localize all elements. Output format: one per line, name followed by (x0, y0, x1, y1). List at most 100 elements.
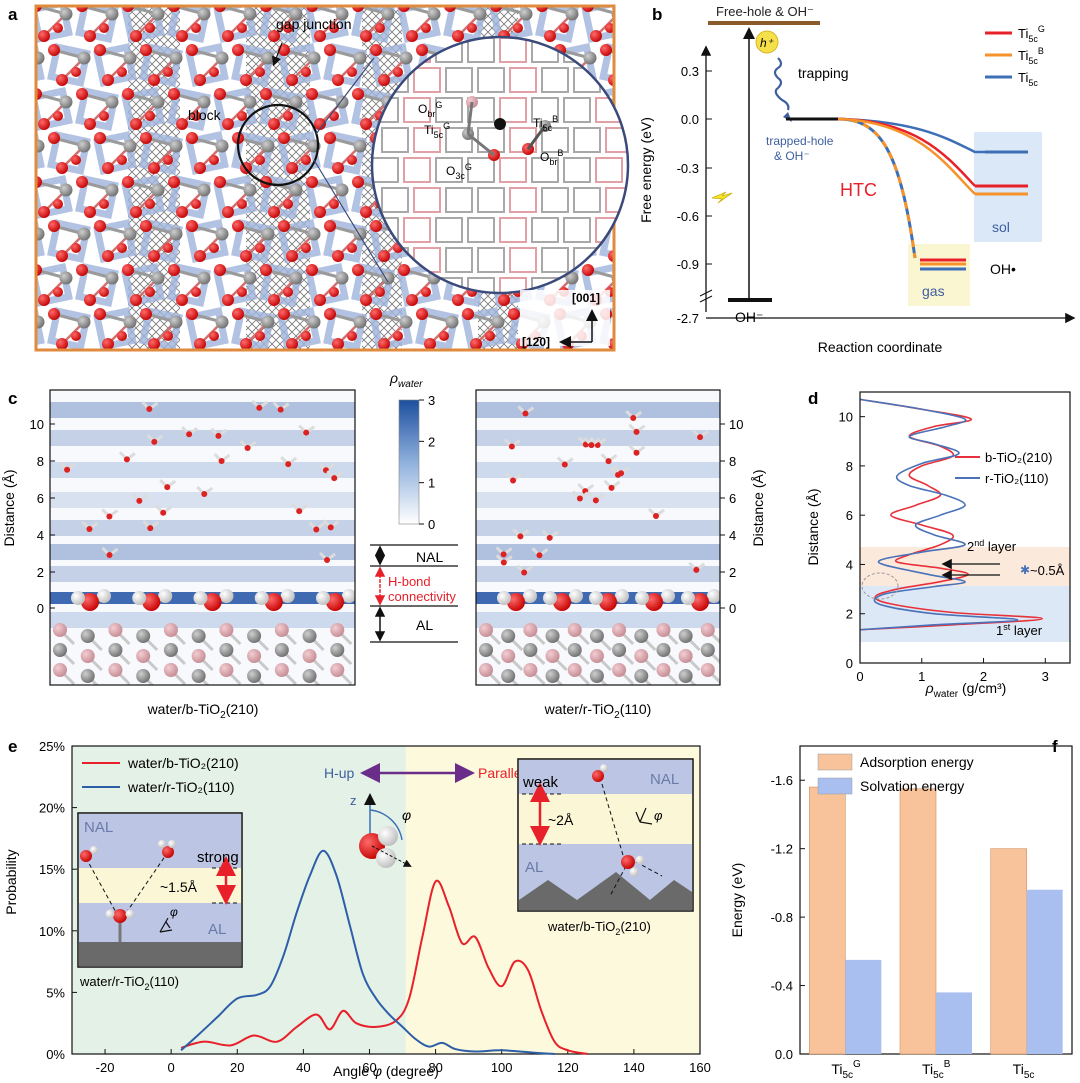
panel-e-xtick: 100 (491, 1060, 513, 1075)
panel-d-xtick: 1 (918, 669, 925, 684)
panel-c-ytick-right: 8 (729, 454, 736, 469)
svg-text:1st layer: 1st layer (996, 622, 1043, 638)
panel-c-ytick: 2 (37, 565, 44, 580)
panel-f-legend-entry: Adsorption energy (860, 754, 974, 770)
panel-f-bar (899, 788, 937, 1055)
sol-label: sol (992, 219, 1010, 235)
svg-text:water/b-TiO2(210): water/b-TiO2(210) (547, 919, 651, 937)
panel-c-ytick: 6 (37, 491, 44, 506)
panel-e-series-line (180, 879, 588, 1055)
obr-g-label: O (418, 102, 427, 116)
trapping-label: trapping (798, 65, 849, 81)
panel-f-bar (990, 848, 1027, 1055)
weak-label: weak (522, 774, 559, 791)
al-label: AL (416, 617, 433, 633)
atom-labels: ObrG Ti5cG O3cG Ti5cB ObrB (418, 100, 563, 181)
legend-entry: Ti5cG (1018, 24, 1045, 44)
panel-e-ytick: 10% (39, 924, 65, 939)
panel-b-letter: b (652, 5, 662, 24)
svg-text:AL: AL (208, 921, 226, 938)
panel-f-bar (809, 786, 846, 1055)
ti5c-g-label: Ti (424, 123, 434, 137)
panel-b-ytick: -0.3 (677, 161, 699, 176)
panel-c-ytick: 8 (37, 454, 44, 469)
panel-d-ytick: 8 (846, 459, 853, 474)
colorbar-tick: 0 (428, 517, 435, 532)
panel-d-ytick: 4 (846, 557, 853, 572)
md-snapshot-b-tio2 (50, 390, 355, 685)
panel-f-bar (1026, 889, 1063, 1054)
ti5c-b-label: Ti (533, 116, 543, 130)
htc-label: HTC (840, 180, 877, 200)
panel-e-xtick: 0 (168, 1060, 175, 1075)
panel-d-legend-entry: r-TiO₂(110) (985, 471, 1049, 486)
shift-marker: ✱ (1020, 563, 1030, 577)
panel-c-ylabel: Distance (Å) (1, 469, 17, 546)
trapped-hole-label-1: trapped-hole (766, 134, 834, 148)
panel-c-ytick: 0 (37, 601, 44, 616)
panel-f-ylabel: Energy (eV) (729, 863, 745, 938)
panel-d-ytick: 6 (846, 508, 853, 523)
strong-label: strong (197, 849, 239, 866)
parallel-label: Parallel (478, 765, 525, 781)
inset-left-distance: ~1.5Å (160, 879, 198, 895)
svg-text:ObrB: ObrB (540, 148, 563, 167)
panel-c-left-caption: water/b-TiO (147, 701, 221, 717)
panel-e-xtick: 20 (230, 1060, 244, 1075)
obr-b-label: O (540, 150, 549, 164)
trapped-hole-label-2: & OH⁻ (774, 149, 810, 163)
first-layer-label: 1 (996, 623, 1003, 638)
layer-schematic: NAL H-bond connectivity AL (370, 544, 458, 643)
inset-left-caption: water/r-TiO (79, 974, 145, 989)
svg-text:φ: φ (402, 807, 411, 823)
svg-text:O3cG: O3cG (446, 162, 472, 181)
hole-icon (755, 30, 779, 54)
panel-d-ylabel: Distance (Å) (805, 488, 821, 565)
panel-c-right-caption: water/r-TiO (544, 701, 615, 717)
panel-c-ytick-right: 4 (729, 528, 736, 543)
panel-f-ytick: -1.2 (771, 842, 793, 857)
colorbar-tick: 3 (428, 393, 435, 408)
panel-c-ytick-right: 10 (729, 417, 743, 432)
panel-c-ytick: 4 (37, 528, 44, 543)
panel-f-legend-entry: Solvation energy (860, 778, 964, 794)
inset-r-tio2: NAL AL strong ~1.5Å φ water/r-TiO2(110) (77, 812, 243, 992)
colorbar-tick: 1 (428, 476, 435, 491)
h-up-label: H-up (324, 765, 355, 781)
svg-text:2nd layer: 2nd layer (967, 538, 1017, 554)
colorbar (398, 399, 420, 525)
zoom-circle (236, 103, 320, 187)
svg-text:Ti5cB: Ti5cB (533, 114, 558, 133)
panel-c-ytick-right: 6 (729, 491, 736, 506)
svg-text:NAL: NAL (84, 819, 113, 836)
panel-e-ytick: 0% (46, 1047, 65, 1062)
svg-text:φ: φ (654, 808, 663, 823)
inset-b-tio2: weak ~2Å NAL AL φ water/b-TiO2(210) (517, 758, 694, 937)
panel-f-ytick: 0.0 (775, 1047, 793, 1062)
svg-text:water/b-TiO2(210): water/b-TiO2(210) (147, 701, 259, 721)
panel-a-letter: a (8, 5, 18, 24)
panel-d-letter: d (808, 389, 818, 408)
second-layer-band (860, 547, 1070, 586)
panel-d-xtick: 3 (1042, 669, 1049, 684)
nal-label: NAL (416, 549, 443, 565)
shift-label: ~0.5Å (1030, 563, 1065, 578)
panel-e-series-line (180, 849, 555, 1055)
panel-b-ytick: 0.0 (681, 112, 699, 127)
panel-f-ytick: -1.6 (771, 773, 793, 788)
panel-b-ylabel: Free energy (eV) (638, 117, 654, 223)
panel-d-ytick: 0 (846, 656, 853, 671)
panel-f-legend-swatch (817, 777, 853, 795)
panel-f-category: Ti5cG (831, 1059, 861, 1081)
svg-text:ρwater (g/cm³): ρwater (g/cm³) (925, 680, 1007, 700)
panel-d-xtick: 0 (856, 669, 863, 684)
panel-e-xtick: 120 (557, 1060, 579, 1075)
panel-e-xtick: 80 (428, 1060, 442, 1075)
svg-text:Ti5cG: Ti5cG (424, 121, 450, 140)
